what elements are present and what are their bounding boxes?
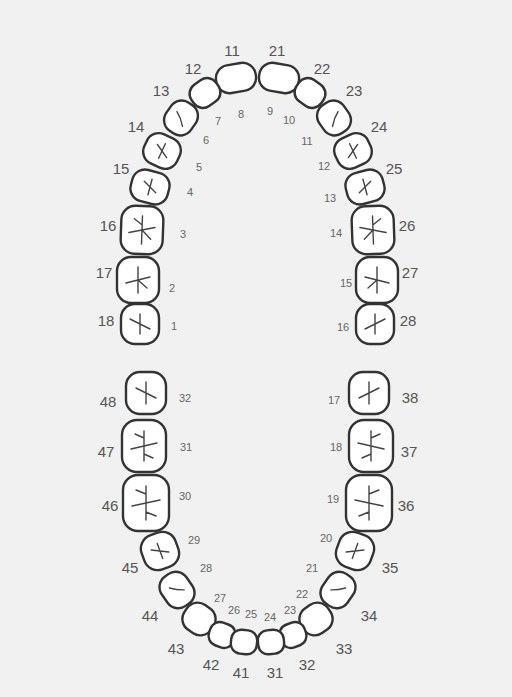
fdi-number: 48 <box>100 394 117 409</box>
fdi-number: 28 <box>400 313 417 328</box>
tooth <box>139 129 185 173</box>
fdi-number: 15 <box>113 161 130 176</box>
universal-number: 1 <box>171 321 177 332</box>
universal-number: 23 <box>284 605 296 616</box>
tooth <box>121 304 159 344</box>
universal-number: 6 <box>203 135 209 146</box>
universal-number: 9 <box>267 106 273 117</box>
fdi-number: 38 <box>402 390 419 405</box>
tooth <box>126 372 166 414</box>
fdi-number: 13 <box>153 83 170 98</box>
fdi-number: 23 <box>346 83 363 98</box>
universal-number: 11 <box>301 136 312 147</box>
fdi-number: 34 <box>361 608 378 623</box>
tooth <box>123 475 169 531</box>
universal-number: 29 <box>188 535 200 546</box>
universal-number: 15 <box>340 278 352 289</box>
fdi-number: 32 <box>299 657 316 672</box>
tooth <box>120 205 164 254</box>
tooth <box>356 304 394 344</box>
universal-number: 3 <box>180 229 186 240</box>
tooth <box>117 257 159 303</box>
tooth <box>356 257 398 303</box>
tooth <box>122 420 166 472</box>
universal-number: 31 <box>180 442 192 453</box>
tooth <box>349 420 393 472</box>
fdi-number: 21 <box>269 43 286 58</box>
fdi-number: 14 <box>128 119 145 134</box>
fdi-number: 43 <box>168 641 185 656</box>
fdi-number: 33 <box>336 641 353 656</box>
fdi-number: 24 <box>371 119 388 134</box>
fdi-number: 47 <box>98 444 115 459</box>
universal-number: 20 <box>320 533 332 544</box>
universal-number: 4 <box>187 187 193 198</box>
universal-number: 10 <box>283 115 295 126</box>
universal-number: 8 <box>238 109 244 120</box>
universal-number: 12 <box>318 161 330 172</box>
fdi-number: 25 <box>386 161 403 176</box>
fdi-number: 12 <box>185 61 202 76</box>
fdi-number: 41 <box>233 665 250 680</box>
tooth <box>330 129 376 173</box>
fdi-number: 27 <box>402 265 419 280</box>
fdi-number: 18 <box>98 313 115 328</box>
tooth <box>332 528 378 574</box>
universal-number: 22 <box>296 589 308 600</box>
universal-number: 25 <box>245 609 257 620</box>
tooth <box>349 372 389 414</box>
universal-number: 19 <box>327 494 339 505</box>
fdi-number: 26 <box>399 218 416 233</box>
tooth <box>257 629 285 656</box>
universal-number: 30 <box>179 491 191 502</box>
universal-number: 24 <box>264 612 276 623</box>
universal-number: 17 <box>328 395 340 406</box>
fdi-number: 45 <box>122 560 139 575</box>
fdi-number: 17 <box>96 265 113 280</box>
universal-number: 26 <box>228 605 240 616</box>
universal-number: 28 <box>200 563 212 574</box>
universal-number: 27 <box>214 593 226 604</box>
fdi-number: 42 <box>203 657 220 672</box>
fdi-number: 35 <box>382 560 399 575</box>
fdi-number: 37 <box>401 444 418 459</box>
universal-number: 13 <box>324 193 336 204</box>
universal-number: 5 <box>196 162 202 173</box>
fdi-number: 16 <box>100 218 117 233</box>
universal-number: 14 <box>330 228 342 239</box>
tooth <box>137 528 183 574</box>
tooth <box>343 167 388 208</box>
tooth <box>351 205 395 254</box>
universal-number: 7 <box>215 116 221 127</box>
universal-number: 2 <box>169 283 175 294</box>
fdi-number: 46 <box>102 498 119 513</box>
universal-number: 16 <box>337 322 349 333</box>
fdi-number: 11 <box>224 43 240 58</box>
fdi-number: 44 <box>142 608 159 623</box>
universal-number: 21 <box>306 563 318 574</box>
fdi-number: 22 <box>314 61 331 76</box>
tooth <box>128 167 173 208</box>
universal-number: 32 <box>179 393 191 404</box>
tooth <box>230 629 258 656</box>
tooth <box>346 475 392 531</box>
fdi-number: 31 <box>267 665 284 680</box>
fdi-number: 36 <box>398 498 415 513</box>
universal-number: 18 <box>330 442 342 453</box>
